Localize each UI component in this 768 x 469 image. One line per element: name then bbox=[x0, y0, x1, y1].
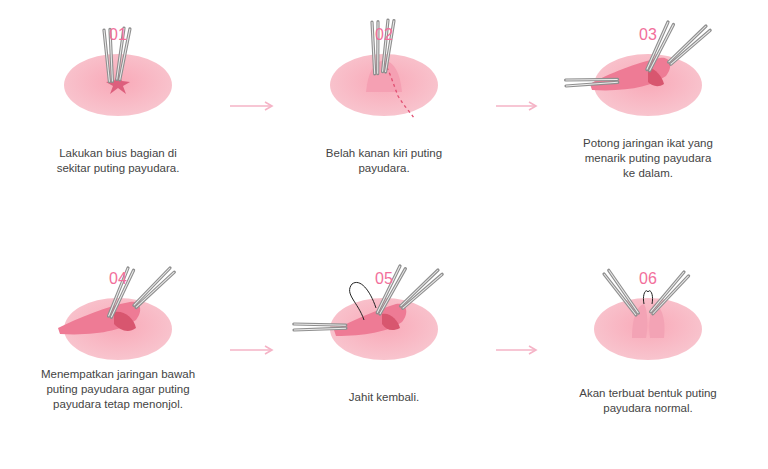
step-number: 05 bbox=[286, 270, 482, 288]
step-number: 04 bbox=[20, 270, 216, 288]
step-number: 03 bbox=[550, 26, 746, 44]
step-caption: Menempatkan jaringan bawah puting payuda… bbox=[38, 367, 198, 412]
step-caption: Lakukan bius bagian di sekitar puting pa… bbox=[43, 146, 193, 176]
step-caption: Akan terbuat bentuk puting payudara norm… bbox=[573, 386, 723, 416]
flow-arrow bbox=[230, 105, 272, 107]
step-circle: 04Menempatkan jaringan bawah puting payu… bbox=[20, 252, 216, 448]
step-caption: Potong jaringan ikat yang menarik puting… bbox=[578, 136, 718, 181]
step-circle: 03Potong jaringan ikat yang menarik puti… bbox=[550, 8, 746, 204]
step-circle: 06Akan terbuat bentuk puting payudara no… bbox=[550, 252, 746, 448]
step-circle: 02Belah kanan kiri puting payudara. bbox=[286, 8, 482, 204]
flow-arrow bbox=[496, 105, 536, 107]
step-circle: 05Jahit kembali. bbox=[286, 252, 482, 448]
flow-arrow bbox=[230, 349, 272, 351]
step-caption: Jahit kembali. bbox=[309, 390, 459, 405]
step-number: 02 bbox=[286, 26, 482, 44]
flow-arrow bbox=[496, 349, 536, 351]
step-number: 06 bbox=[550, 270, 746, 288]
step-caption: Belah kanan kiri puting payudara. bbox=[309, 146, 459, 176]
step-number: 01 bbox=[20, 26, 216, 44]
step-circle: 01Lakukan bius bagian di sekitar puting … bbox=[20, 8, 216, 204]
